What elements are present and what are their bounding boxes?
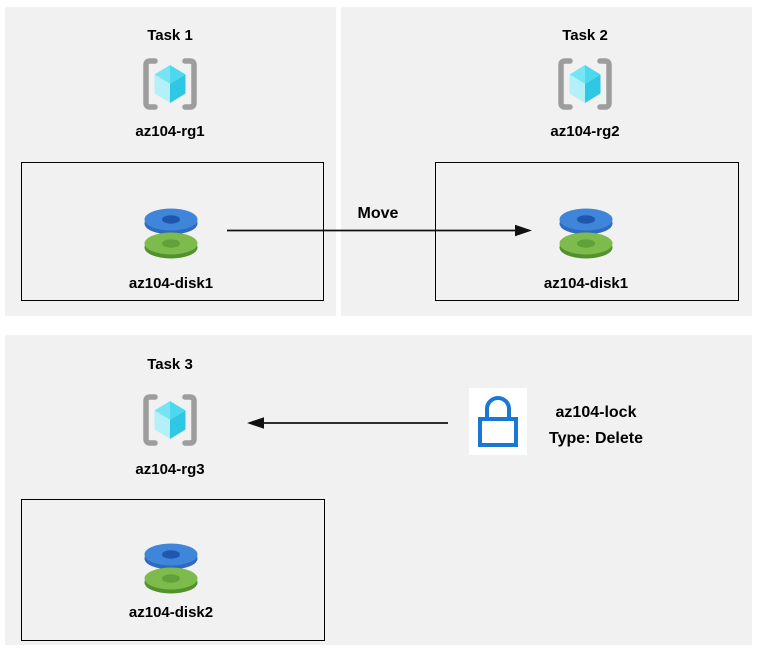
task2-panel: Task 2 az104-rg2 az104-disk1 bbox=[341, 7, 752, 316]
resource-group-icon bbox=[143, 58, 197, 110]
lock-icon-box bbox=[469, 388, 527, 455]
lock-label: az104-lock Type: Delete bbox=[549, 400, 643, 452]
task3-disk-label: az104-disk2 bbox=[128, 604, 214, 621]
lock-icon bbox=[478, 396, 518, 447]
disk-icon bbox=[559, 208, 613, 259]
task3-title: Task 3 bbox=[147, 356, 193, 373]
lock-name: az104-lock bbox=[555, 404, 637, 421]
resource-group-icon bbox=[558, 58, 612, 110]
task2-resource-group-label: az104-rg2 bbox=[550, 123, 620, 140]
task2-disk-box: az104-disk1 bbox=[435, 162, 739, 301]
disk-icon bbox=[144, 208, 198, 259]
task2-title: Task 2 bbox=[562, 27, 608, 44]
task1-disk-label: az104-disk1 bbox=[128, 275, 214, 292]
task2-disk-label: az104-disk1 bbox=[543, 275, 629, 292]
disk-icon bbox=[144, 543, 198, 594]
task1-panel: Task 1 az104-rg1 az104-disk1 bbox=[5, 7, 336, 316]
task3-resource-group-label: az104-rg3 bbox=[135, 461, 205, 478]
task3-panel: Task 3 az104-rg3 az104-disk2 bbox=[5, 335, 752, 645]
lock-type: Type: Delete bbox=[549, 430, 643, 447]
task1-disk-box: az104-disk1 bbox=[21, 162, 324, 301]
move-arrow-label: Move bbox=[357, 205, 399, 222]
resource-group-icon bbox=[143, 394, 197, 446]
task1-resource-group-label: az104-rg1 bbox=[135, 123, 205, 140]
task3-disk-box: az104-disk2 bbox=[21, 499, 325, 641]
task1-title: Task 1 bbox=[147, 27, 193, 44]
